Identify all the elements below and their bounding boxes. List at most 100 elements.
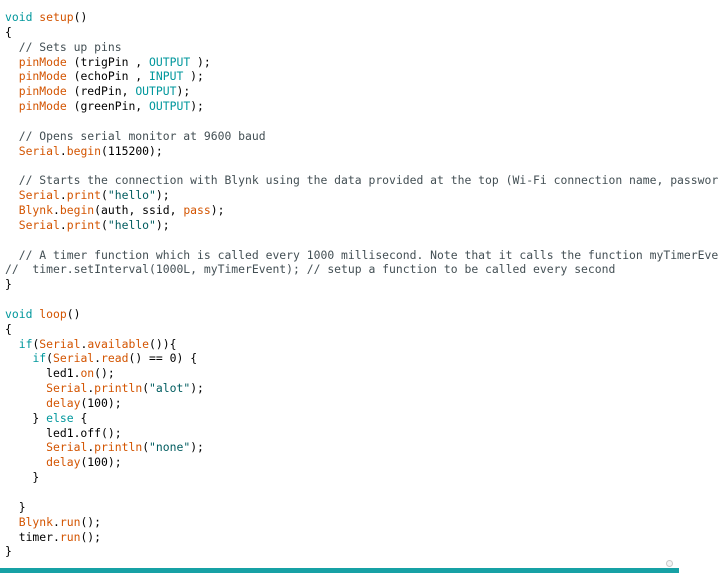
code-line[interactable]: // timer.setInterval(1000L, myTimerEvent…: [0, 262, 679, 277]
code-token-constant: OUTPUT: [149, 99, 191, 114]
code-token-plain: (): [66, 306, 81, 321]
code-line[interactable]: pinMode (echoPin , INPUT );: [0, 69, 679, 84]
code-token-function: begin: [59, 202, 95, 217]
code-token-plain: .: [87, 381, 95, 396]
code-line[interactable]: pinMode (greenPin, OUTPUT);: [0, 99, 679, 114]
code-token-string: "hello": [107, 188, 156, 203]
code-line[interactable]: led1.off();: [0, 426, 679, 441]
code-token-function: Serial: [53, 351, 95, 366]
code-token-comment: // timer.setInterval(1000L, myTimerEvent…: [5, 262, 616, 277]
code-token-plain: );: [190, 381, 204, 396]
code-token-plain: led1.: [5, 366, 81, 381]
code-line[interactable]: Serial.begin(115200);: [0, 144, 679, 159]
code-line[interactable]: [0, 233, 679, 248]
code-line[interactable]: if(Serial.available()){: [0, 337, 679, 352]
code-line[interactable]: {: [0, 25, 679, 40]
code-line[interactable]: // Opens serial monitor at 9600 baud: [0, 129, 679, 144]
code-token-plain: [5, 381, 46, 395]
code-token-plain: );: [190, 99, 204, 114]
code-token-keyword: void: [5, 306, 33, 321]
code-line[interactable]: timer.run();: [0, 530, 679, 545]
code-token-plain: .: [59, 143, 67, 158]
scroll-indicator-icon[interactable]: [666, 560, 673, 567]
code-token-plain: ()){: [149, 336, 177, 351]
code-token-plain: ();: [94, 366, 115, 381]
code-token-plain: (greenPin,: [66, 99, 150, 114]
code-token-plain: (echoPin ,: [66, 69, 150, 84]
status-bar: [0, 568, 679, 573]
code-line[interactable]: void loop(): [0, 307, 679, 322]
code-token-function: setup: [39, 10, 74, 24]
code-token-plain: }: [5, 499, 26, 514]
code-line[interactable]: [0, 114, 679, 129]
code-token-string: "hello": [107, 217, 156, 232]
code-token-plain: .: [87, 440, 95, 455]
code-token-plain: (100);: [80, 395, 122, 410]
code-token-plain: (trigPin ,: [66, 54, 150, 69]
code-line[interactable]: } else {: [0, 411, 679, 426]
code-token-function: Serial: [18, 217, 60, 232]
code-line[interactable]: pinMode (redPin, OUTPUT);: [0, 84, 679, 99]
code-line[interactable]: }: [0, 544, 679, 559]
code-token-plain: [5, 84, 19, 98]
code-line[interactable]: Serial.println("alot");: [0, 381, 679, 396]
code-token-plain: );: [155, 188, 170, 203]
code-line[interactable]: Blynk.begin(auth, ssid, pass);: [0, 203, 679, 218]
code-line[interactable]: [0, 485, 679, 500]
code-token-plain: .: [59, 188, 67, 203]
code-token-plain: {: [5, 321, 12, 336]
code-token-function: Blynk: [18, 514, 54, 529]
code-token-function: available: [87, 336, 150, 351]
code-token-function: pass: [183, 202, 211, 217]
code-token-plain: }: [5, 544, 12, 559]
code-token-function: Blynk: [18, 202, 54, 217]
code-token-function: Serial: [18, 143, 60, 158]
code-token-comment: // Starts the connection with Blynk usin…: [5, 173, 718, 188]
code-token-function: println: [94, 381, 143, 396]
code-line[interactable]: {: [0, 322, 679, 337]
code-token-plain: );: [176, 84, 191, 99]
code-line[interactable]: // Sets up pins: [0, 40, 679, 55]
code-line[interactable]: if(Serial.read() == 0) {: [0, 351, 679, 366]
code-line[interactable]: [0, 158, 679, 173]
code-token-plain: [5, 69, 19, 83]
code-token-keyword: if: [18, 336, 33, 351]
code-line[interactable]: Blynk.run();: [0, 515, 679, 530]
code-token-plain: .: [53, 202, 60, 217]
code-line[interactable]: }: [0, 470, 679, 485]
code-token-plain: (auth, ssid,: [94, 202, 184, 217]
code-line[interactable]: led1.on();: [0, 366, 679, 381]
code-line[interactable]: Serial.print("hello");: [0, 218, 679, 233]
code-token-keyword: void: [5, 10, 33, 24]
code-token-constant: OUTPUT: [135, 84, 177, 99]
code-line[interactable]: // A timer function which is called ever…: [0, 248, 718, 263]
code-line[interactable]: // Starts the connection with Blynk usin…: [0, 173, 718, 188]
code-line[interactable]: void setup(): [0, 10, 679, 25]
code-line[interactable]: }: [0, 277, 679, 292]
code-line[interactable]: [0, 292, 679, 307]
code-token-plain: [5, 188, 19, 202]
code-line[interactable]: Serial.print("hello");: [0, 188, 679, 203]
code-token-constant: OUTPUT: [149, 54, 191, 69]
code-line[interactable]: delay(100);: [0, 455, 679, 470]
code-token-comment: // Sets up pins: [5, 39, 122, 54]
code-line[interactable]: }: [0, 500, 679, 515]
code-token-plain: [5, 99, 19, 113]
code-token-function: on: [80, 366, 95, 381]
code-token-plain: (115200);: [101, 143, 163, 158]
code-area[interactable]: void setup(){ // Sets up pins pinMode (t…: [0, 10, 718, 559]
code-token-keyword: if: [32, 351, 47, 366]
code-token-plain: [5, 337, 19, 351]
code-line[interactable]: pinMode (trigPin , OUTPUT );: [0, 55, 679, 70]
code-token-plain: );: [183, 69, 204, 84]
code-token-function: print: [66, 188, 102, 203]
code-token-plain: (redPin,: [66, 84, 136, 99]
code-token-function: loop: [39, 306, 67, 321]
code-token-function: print: [66, 217, 102, 232]
code-token-function: run: [59, 514, 81, 529]
code-token-function: Serial: [46, 381, 88, 396]
code-line[interactable]: Serial.println("none");: [0, 440, 679, 455]
code-token-plain: () == 0) {: [128, 351, 198, 366]
code-line[interactable]: delay(100);: [0, 396, 679, 411]
